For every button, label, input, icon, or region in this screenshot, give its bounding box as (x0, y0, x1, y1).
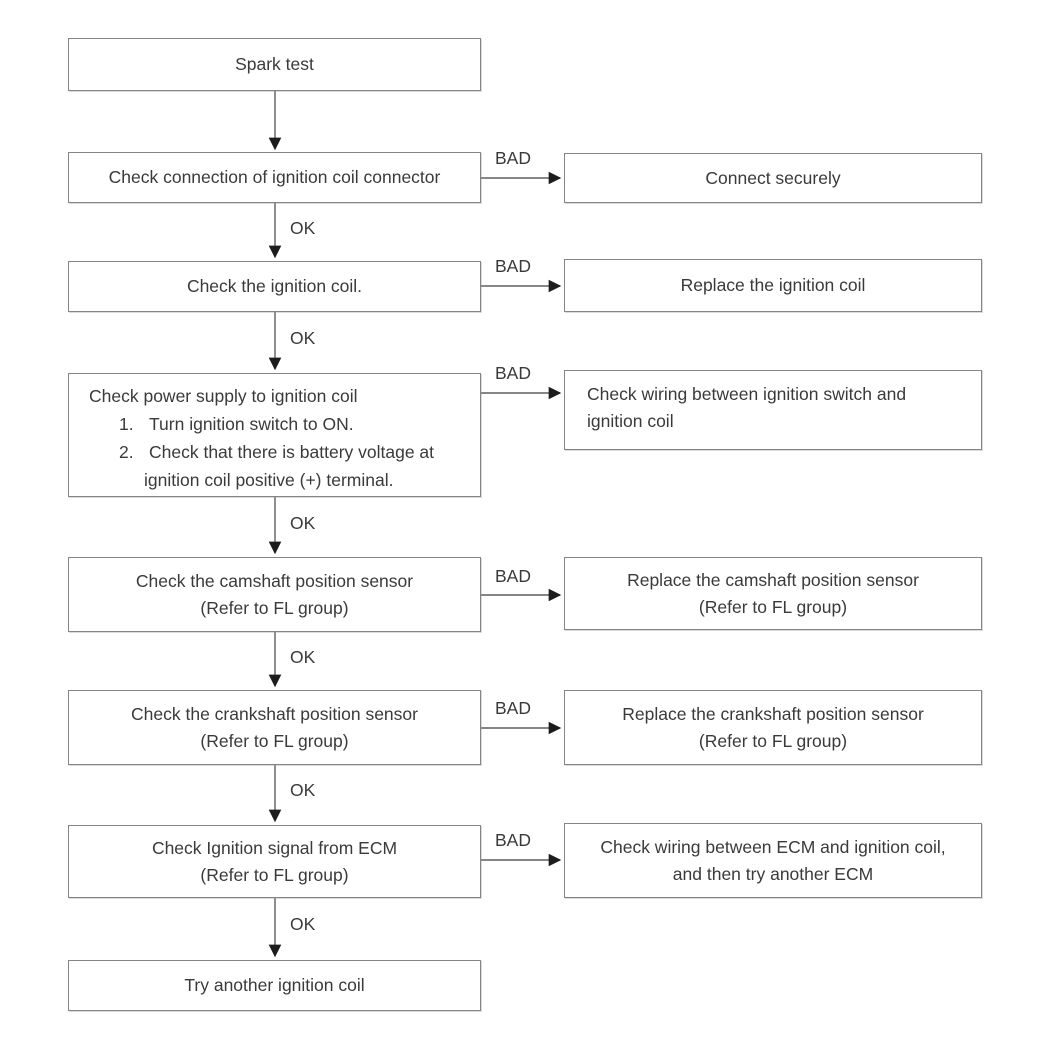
check-camshaft-line-2: (Refer to FL group) (200, 597, 349, 618)
wiring-switch-line-2: ignition coil (587, 411, 674, 431)
power-supply-step-1-number: 1. (119, 414, 134, 434)
power-supply-title: Check power supply to ignition coil (89, 386, 358, 406)
node-connect-securely-label: Connect securely (705, 167, 841, 188)
bad-label-1: BAD (495, 148, 531, 168)
node-try-another-coil-label: Try another ignition coil (184, 975, 365, 995)
ok-label-3: OK (290, 513, 316, 533)
replace-camshaft-line-2: (Refer to FL group) (698, 596, 848, 617)
node-check-ignition-coil: Check the ignition coil. (68, 261, 481, 312)
node-check-ignition-signal-ecm: Check Ignition signal from ECM (Refer to… (68, 825, 481, 898)
power-supply-step-2-text: Check that there is battery voltage at (149, 442, 435, 462)
power-supply-step-2: 2. Check that there is battery voltage a… (69, 438, 480, 466)
node-replace-ignition-coil: Replace the ignition coil (564, 259, 982, 312)
ok-label-6: OK (290, 914, 316, 934)
node-check-wiring-ignition-switch: Check wiring between ignition switch and… (564, 370, 982, 450)
ok-label-5: OK (290, 780, 316, 800)
bad-label-6: BAD (495, 830, 531, 850)
bad-label-3: BAD (495, 363, 531, 383)
node-check-power-supply: Check power supply to ignition coil 1. T… (68, 373, 481, 497)
node-check-connector: Check connection of ignition coil connec… (68, 152, 481, 203)
ecm-signal-line-2: (Refer to FL group) (200, 864, 349, 885)
ok-label-1: OK (290, 218, 316, 238)
ecm-signal-line-1: Check Ignition signal from ECM (151, 837, 398, 858)
node-spark-test-label: Spark test (235, 54, 314, 74)
wiring-ecm-line-1: Check wiring between ECM and ignition co… (600, 836, 946, 857)
replace-crankshaft-line-1: Replace the crankshaft position sensor (622, 703, 924, 724)
wiring-ecm-line-2: and then try another ECM (672, 863, 874, 884)
power-supply-step-2-number: 2. (119, 442, 134, 462)
node-check-ignition-coil-label: Check the ignition coil. (186, 276, 363, 296)
replace-camshaft-line-1: Replace the camshaft position sensor (627, 569, 919, 590)
node-spark-test: Spark test (68, 38, 481, 91)
node-connect-securely: Connect securely (564, 153, 982, 203)
node-replace-ignition-coil-label: Replace the ignition coil (680, 275, 866, 295)
bad-label-5: BAD (495, 698, 531, 718)
power-supply-step-1-text: Turn ignition switch to ON. (149, 414, 354, 434)
node-try-another-coil: Try another ignition coil (68, 960, 481, 1011)
node-replace-camshaft-sensor: Replace the camshaft position sensor (Re… (564, 557, 982, 630)
check-crankshaft-line-1: Check the crankshaft position sensor (131, 703, 418, 724)
power-supply-step-1: 1. Turn ignition switch to ON. (69, 410, 480, 438)
power-supply-step-2-continued: ignition coil positive (+) terminal. (144, 470, 394, 490)
bad-label-4: BAD (495, 566, 531, 586)
check-camshaft-line-1: Check the camshaft position sensor (135, 570, 414, 591)
replace-crankshaft-line-2: (Refer to FL group) (698, 730, 848, 751)
wiring-switch-line-1: Check wiring between ignition switch and (587, 384, 907, 404)
bad-label-2: BAD (495, 256, 531, 276)
node-check-connector-label: Check connection of ignition coil connec… (108, 167, 441, 187)
node-check-wiring-ecm: Check wiring between ECM and ignition co… (564, 823, 982, 898)
node-replace-crankshaft-sensor: Replace the crankshaft position sensor (… (564, 690, 982, 765)
ok-label-4: OK (290, 647, 316, 667)
node-check-crankshaft-sensor: Check the crankshaft position sensor (Re… (68, 690, 481, 765)
check-crankshaft-line-2: (Refer to FL group) (200, 730, 349, 751)
ok-label-2: OK (290, 328, 316, 348)
node-check-camshaft-sensor: Check the camshaft position sensor (Refe… (68, 557, 481, 632)
